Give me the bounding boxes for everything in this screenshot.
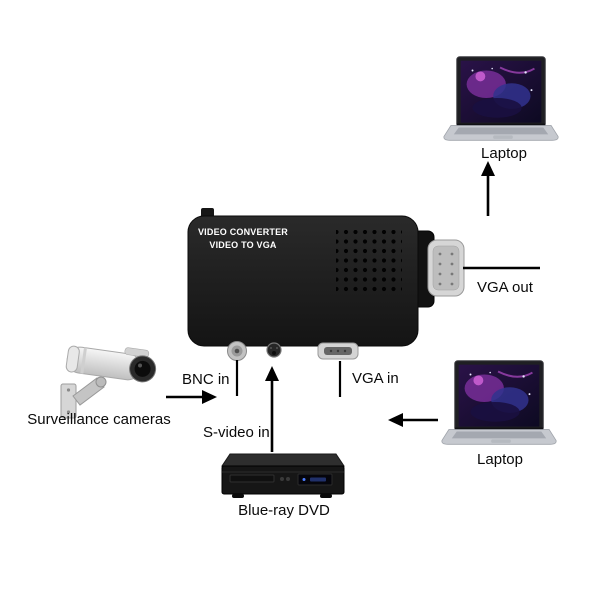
label-vga-in: VGA in [352, 370, 399, 387]
arrow-laptop-to-vga-in [388, 413, 438, 427]
vga-out-port [427, 239, 465, 297]
arrow-dvd-to-svideo [265, 366, 279, 452]
label-bnc-in: BNC in [182, 371, 230, 388]
converter-label-line2: VIDEO TO VGA [209, 239, 277, 250]
laptop-icon-bottom [441, 360, 558, 446]
arrows-layer [166, 161, 540, 452]
vent-holes [336, 230, 402, 292]
bnc-port [227, 341, 247, 361]
label-vga-out: VGA out [477, 279, 533, 296]
label-laptop-bottom: Laptop [477, 451, 523, 468]
vga-in-port [317, 342, 359, 360]
label-svideo-in: S-video in [203, 424, 270, 441]
label-bluray-dvd: Blue-ray DVD [238, 502, 330, 519]
label-laptop-top: Laptop [481, 145, 527, 162]
laptop-icon-top [443, 56, 560, 142]
arrow-to-laptop-top [481, 161, 495, 216]
svideo-port [266, 342, 282, 358]
converter-label: VIDEO CONVERTER VIDEO TO VGA [196, 226, 290, 251]
label-surveillance-cameras: Surveillance cameras [27, 411, 171, 428]
dvd-player-icon [221, 453, 345, 498]
converter-box-icon [187, 208, 465, 361]
converter-label-line1: VIDEO CONVERTER [197, 227, 288, 237]
arrow-camera-to-bnc [166, 390, 217, 404]
surveillance-camera-icon [60, 345, 157, 419]
